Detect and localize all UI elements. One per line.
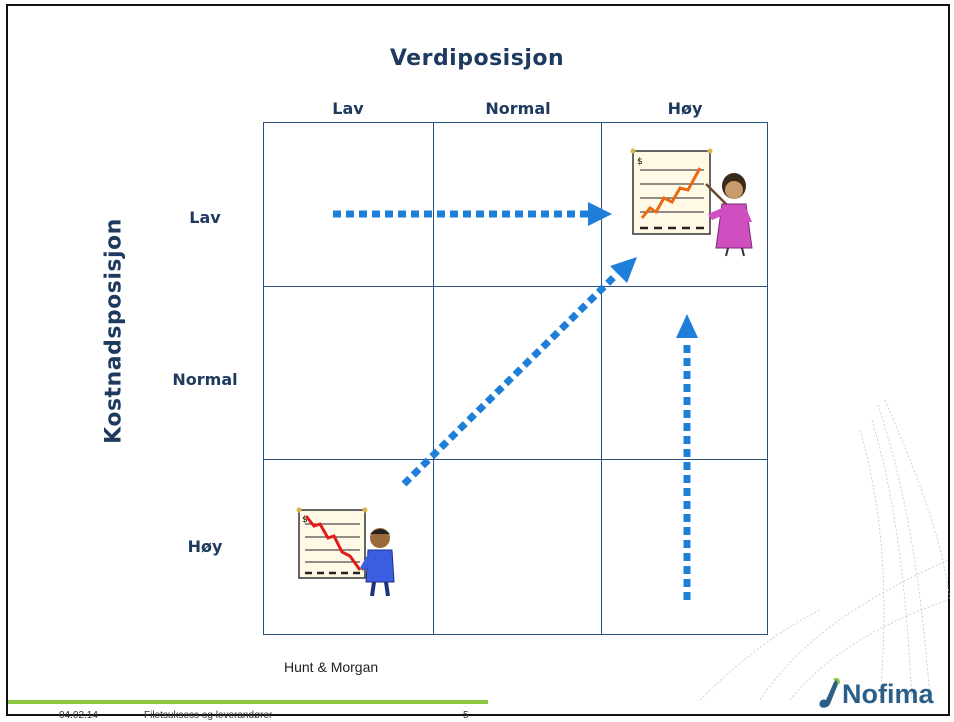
source-credit: Hunt & Morgan: [284, 659, 379, 675]
footer-accent-bar: [8, 700, 488, 704]
footer-title: Filetsuksess og leverandører: [144, 710, 273, 721]
column-label-low: Lav: [332, 99, 364, 118]
nofima-swoosh-icon: [819, 678, 840, 708]
row-label-low: Lav: [189, 208, 221, 227]
svg-text:$: $: [302, 515, 308, 525]
page-title: Verdiposisjon: [389, 46, 565, 71]
footer-date: 04.02.14: [59, 710, 98, 721]
row-label-normal: Normal: [172, 370, 238, 389]
column-label-high: Høy: [667, 99, 703, 118]
row-label-high: Høy: [187, 537, 223, 556]
logo-text: Nofima: [842, 678, 934, 709]
arrow-diagonal: [401, 271, 620, 487]
matrix-grid: [263, 122, 768, 635]
footer-page-number: 5: [463, 710, 469, 721]
matrix-cell: [601, 459, 768, 635]
column-label-normal: Normal: [485, 99, 551, 118]
arrowhead-right: [588, 202, 612, 226]
svg-text:$: $: [637, 157, 643, 167]
arrowhead-up: [676, 314, 698, 338]
nofima-logo: Nofima: [816, 678, 934, 710]
arrowhead-diagonal: [610, 257, 637, 283]
